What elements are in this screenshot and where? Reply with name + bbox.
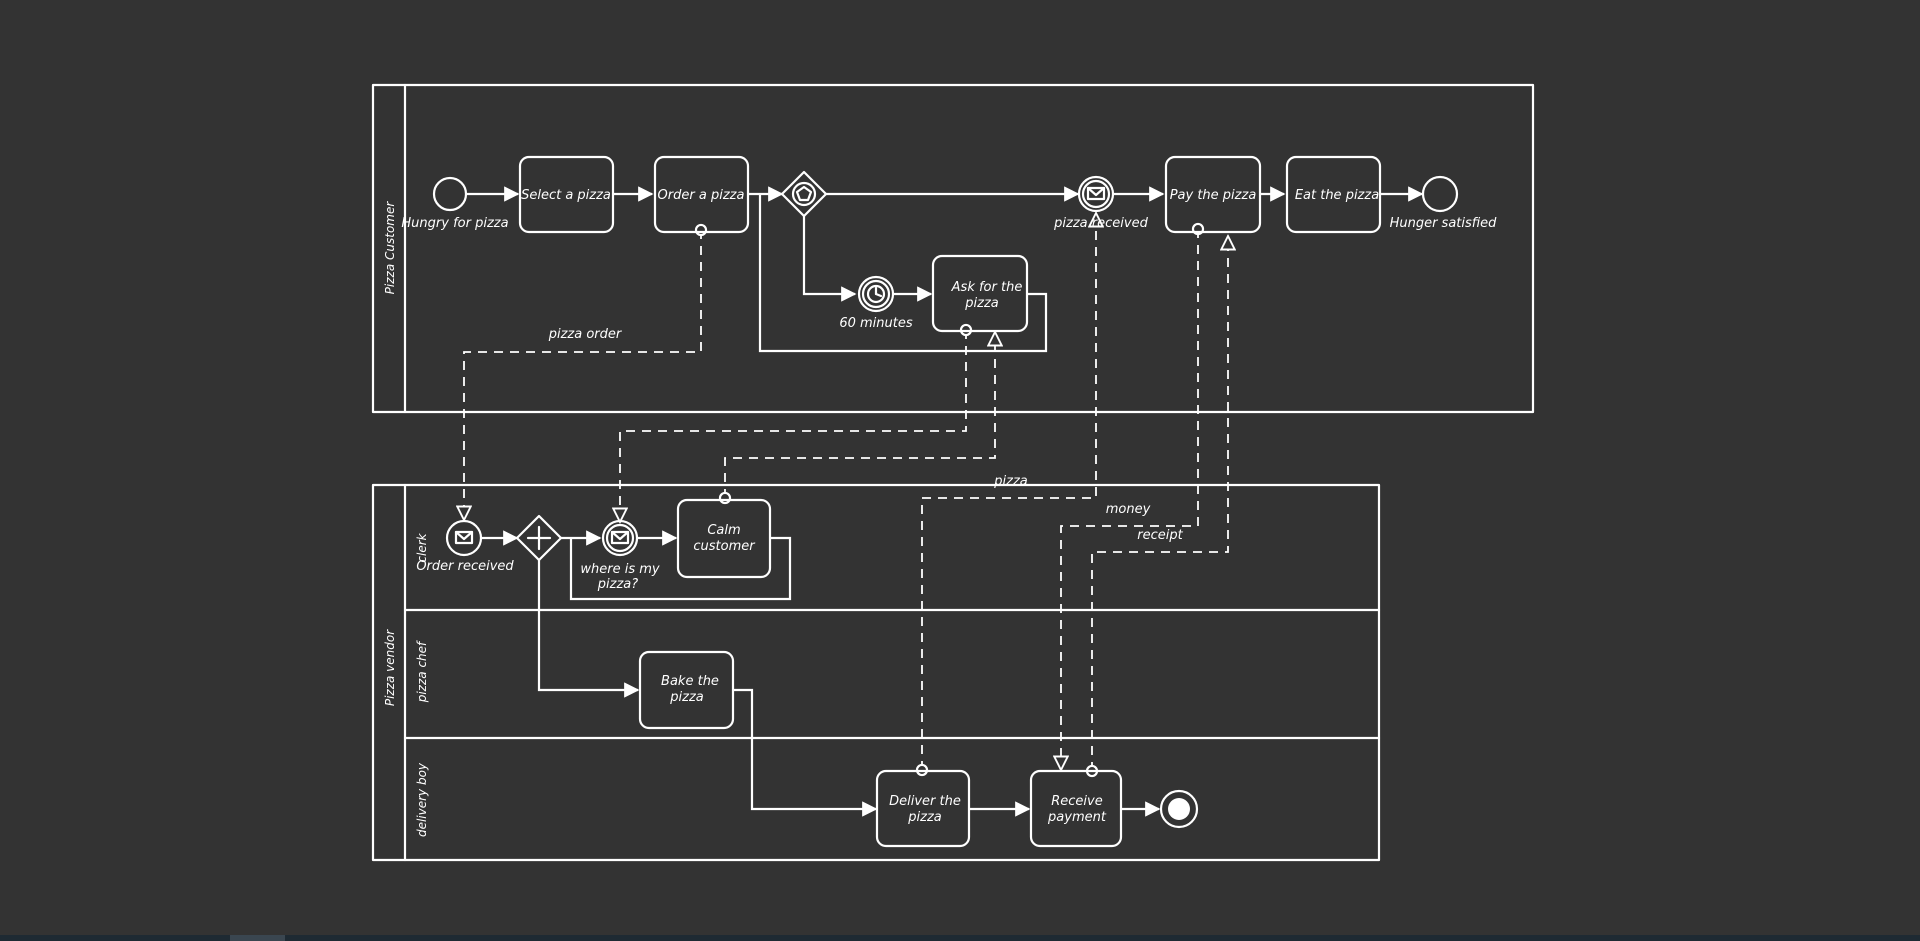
event-label-where-is-1: where is my [580,562,660,577]
task-pay-pizza[interactable]: Pay the pizza [1164,155,1262,234]
task-label-deliver-1: Deliver the [889,794,961,809]
task-label-ask-1: Ask for the [951,280,1023,295]
event-based-gateway[interactable] [780,170,828,218]
task-label-receive-2: payment [1047,810,1107,825]
intermediate-event-where-is-my-pizza[interactable]: where is my pizza? [580,519,660,592]
pool-pizza-customer[interactable]: Pizza Customer [371,83,1535,414]
task-label-ask-2: pizza [964,296,999,311]
end-event-hunger-satisfied[interactable]: Hunger satisfied [1390,175,1498,231]
task-label-deliver-2: pizza [907,810,942,825]
bottom-scrollbar[interactable] [0,935,1920,941]
task-label-pay: Pay the pizza [1170,188,1257,203]
message-label-receipt: receipt [1137,528,1183,543]
event-label-timer: 60 minutes [839,316,913,331]
envelope-icon [454,530,474,545]
message-label-money: money [1106,502,1151,517]
task-bake-pizza[interactable]: Bake the pizza [638,650,735,730]
message-flows [464,213,1228,771]
message-label-pizza-order: pizza order [548,327,623,342]
envelope-icon [1086,186,1106,201]
task-label-calm-2: customer [693,539,756,554]
message-label-pizza: pizza [993,474,1028,489]
task-eat-pizza[interactable]: Eat the pizza [1285,155,1382,234]
timer-clock-icon [866,284,886,304]
event-label-pizza-received: pizza received [1053,216,1148,231]
task-label-bake-2: pizza [669,690,704,705]
task-label-order: Order a pizza [658,188,745,203]
scrollbar-thumb[interactable] [230,935,285,941]
parallel-gateway[interactable] [515,514,563,562]
sequence-flows-vendor [482,530,1161,817]
lane-label-pizza-chef: pizza chef [415,640,429,703]
message-start-event-order-received[interactable]: Order received [416,519,514,574]
end-event-vendor[interactable] [1159,789,1199,829]
task-label-bake-1: Bake the [661,674,719,689]
task-select-pizza[interactable]: Select a pizza [518,155,615,234]
timer-event-60-minutes[interactable]: 60 minutes [839,275,913,331]
pool-label-pizza-customer: Pizza Customer [383,201,397,295]
envelope-icon [610,530,630,545]
event-label-order-received: Order received [416,559,514,574]
event-label-where-is-2: pizza? [597,577,638,592]
lane-label-clerk: clerk [415,532,429,562]
event-label-hunger-satisfied: Hunger satisfied [1390,216,1498,231]
lane-label-delivery-boy: delivery boy [415,762,429,837]
task-label-calm-1: Calm [707,523,740,538]
task-receive-payment[interactable]: Receive payment [1029,769,1123,848]
intermediate-event-pizza-received[interactable]: pizza received [1053,175,1149,231]
event-label-hungry: Hungry for pizza [401,216,508,231]
parallel-plus-gateway-icon [526,525,552,551]
task-ask-for-pizza[interactable]: Ask for the pizza [931,254,1029,333]
pool-label-pizza-vendor: Pizza vendor [383,629,397,706]
task-deliver-pizza[interactable]: Deliver the pizza [875,769,971,848]
start-event-hungry[interactable]: Hungry for pizza [401,176,509,231]
task-label-eat: Eat the pizza [1295,188,1379,203]
task-order-pizza[interactable]: Order a pizza [653,155,750,234]
task-calm-customer[interactable]: Calm customer [676,498,772,579]
pentagon-event-gateway-icon [795,185,813,202]
task-label-select: Select a pizza [521,188,611,203]
task-label-receive-1: Receive [1051,794,1102,809]
